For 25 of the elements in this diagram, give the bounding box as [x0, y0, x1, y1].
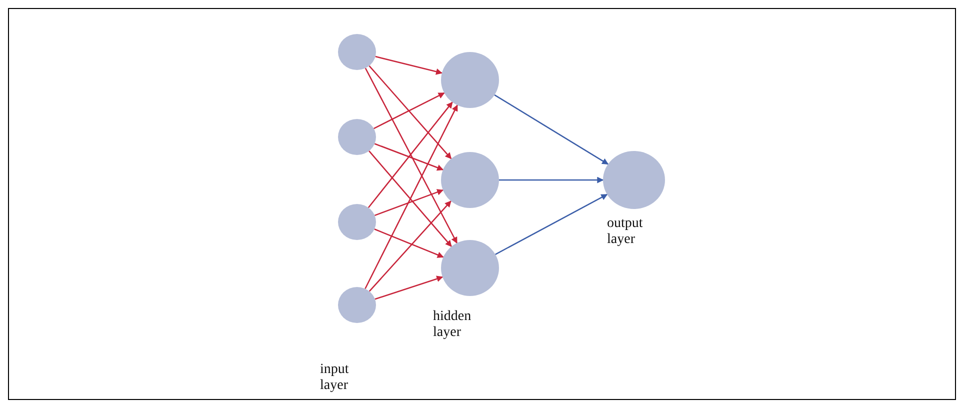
arrow	[373, 92, 445, 130]
neuron-circle	[338, 204, 376, 240]
arrow	[375, 56, 443, 75]
neuron-circle	[441, 52, 499, 108]
neuron-circle	[338, 287, 376, 323]
layer-label: input layer	[320, 362, 350, 394]
arrow	[368, 102, 453, 208]
arrow	[374, 228, 444, 258]
neuron-circle	[441, 152, 499, 208]
arrow	[494, 94, 609, 165]
arrow	[374, 276, 444, 300]
arrow	[368, 150, 452, 247]
neuron-circle	[338, 119, 376, 155]
arrow	[495, 194, 608, 255]
arrow	[374, 143, 444, 171]
neuron-circle	[441, 240, 499, 296]
arrow	[364, 68, 458, 244]
arrow	[499, 176, 604, 184]
arrow	[364, 104, 458, 290]
arrow	[374, 189, 444, 216]
arrow	[368, 200, 452, 292]
layer-label: hidden layer	[433, 309, 472, 341]
arrow	[368, 65, 452, 160]
layer-label: output layer	[607, 216, 644, 248]
neuron-circle	[338, 34, 376, 70]
